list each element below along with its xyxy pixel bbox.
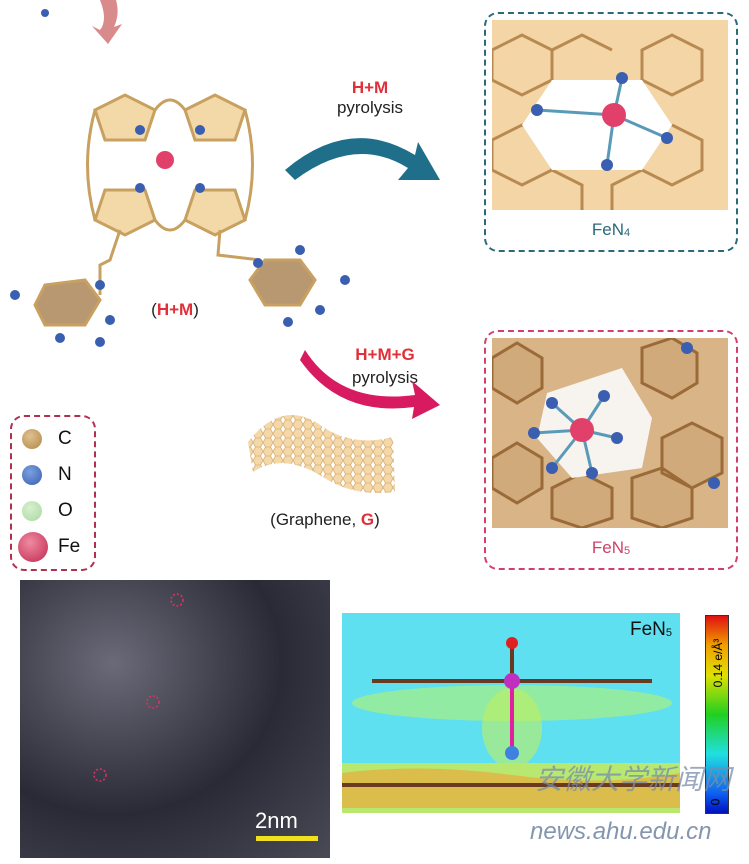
legend-label: Fe: [58, 536, 81, 557]
single-atom-markers: [93, 593, 184, 782]
legend-label: N: [58, 464, 72, 485]
legend-item-o: O: [12, 493, 94, 529]
arrow-top-title: H+M: [320, 78, 420, 98]
fen5-panel: FeN5: [484, 330, 738, 570]
atom-legend: C N O Fe: [10, 415, 96, 571]
paren: (: [151, 300, 157, 319]
legend-item-n: N: [12, 457, 94, 493]
paren: ): [193, 300, 199, 319]
charge-density-plot: FeN5: [342, 613, 680, 813]
fen4-panel: FeN4: [484, 12, 738, 252]
porphyrin-molecule: [10, 93, 350, 347]
fen4-label: FeN4: [486, 220, 736, 240]
iron-ball-icon: [18, 532, 48, 562]
oxygen-ball-icon: [22, 501, 42, 521]
legend-item-c: C: [12, 421, 94, 457]
legend-item-fe: Fe: [12, 529, 94, 565]
fen5-structure: [492, 338, 728, 528]
watermark-url: news.ahu.edu.cn: [530, 818, 712, 845]
fen4-structure: [492, 20, 728, 210]
plot-title-sub: 5: [665, 627, 672, 639]
fen4-subscript: 4: [624, 227, 631, 239]
colorbar-max-label: 0.14 e/Å³: [711, 638, 725, 688]
carbon-ball-icon: [22, 429, 42, 449]
colorbar-min-label: 0: [708, 798, 723, 806]
legend-label: O: [58, 500, 73, 521]
fen5-label-text: FeN: [591, 538, 624, 557]
arrow-top-subtitle: pyrolysis: [336, 98, 404, 117]
g-label: G: [360, 510, 375, 529]
graphene-caption: (Graphene, G): [230, 510, 420, 530]
teal-arrow: [285, 138, 440, 180]
incoming-arrow: [92, 0, 122, 44]
paren: ): [374, 510, 380, 529]
graphene-sheet: [248, 415, 395, 493]
pink-arrow: [300, 350, 440, 419]
fen4-label-text: FeN: [591, 220, 624, 239]
arrow-top-title-text: H+M: [351, 78, 389, 97]
graphene-caption-text: (Graphene,: [270, 510, 361, 529]
watermark-chinese: 安徽大学新闻网: [535, 764, 732, 795]
arrow-bottom-subtitle: pyrolysis: [351, 368, 419, 387]
arrow-bottom-title-text: H+M+G: [355, 345, 415, 364]
nitrogen-atom: [41, 9, 49, 17]
stem-image: 2nm: [20, 580, 330, 858]
charge-density-structure: [342, 637, 680, 813]
legend-label: C: [58, 428, 72, 449]
fen5-label: FeN5: [486, 538, 736, 558]
scale-bar-label: 2nm: [255, 808, 298, 833]
colorbar: 0.14 e/Å³ 0: [705, 615, 729, 814]
arrow-bottom-title: H+M+G: [335, 345, 435, 365]
fen5-subscript: 5: [624, 545, 631, 557]
nitrogen-ball-icon: [22, 465, 42, 485]
molecule-label: (H+M): [130, 300, 220, 320]
hm-label: H+M: [156, 300, 194, 319]
plot-title: FeN5: [630, 619, 672, 641]
plot-title-text: FeN: [629, 619, 666, 640]
scale-bar: [256, 836, 318, 841]
